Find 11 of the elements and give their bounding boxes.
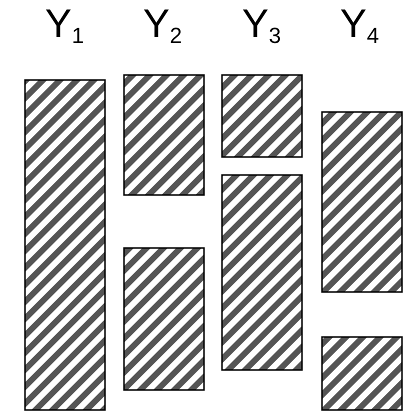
column-label: Y$_{4}$ [340,2,379,50]
hatched-bar [221,74,303,158]
hatched-bar [321,111,403,293]
hatched-bar [221,174,303,371]
column-label: Y$_{1}$ [45,2,84,50]
hatched-bar [123,247,205,391]
column-label: Y$_{3}$ [242,2,281,50]
hatched-bar [24,79,106,411]
hatched-bar [321,336,403,411]
column-label: Y$_{2}$ [143,2,182,50]
hatched-bar [123,74,205,196]
